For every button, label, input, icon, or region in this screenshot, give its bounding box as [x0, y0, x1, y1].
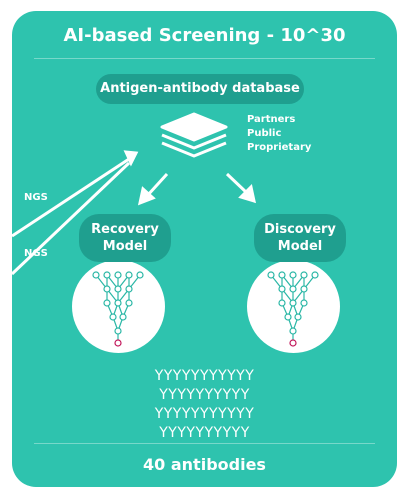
ngs-label-bottom: NGS [24, 248, 48, 259]
discovery-model-pill: Discovery Model [254, 214, 346, 262]
stack-icon [160, 112, 228, 158]
discovery-model-line1: Discovery [264, 222, 336, 237]
antibody-count: 40 antibodies [143, 455, 266, 474]
recovery-model-line2: Model [102, 239, 148, 254]
card-title: AI-based Screening - 10^30 [63, 25, 346, 46]
recovery-model-line1: Recovery [91, 222, 159, 237]
title-divider [34, 58, 375, 59]
antibody-row-2: YYYYYYYYYY [159, 387, 250, 403]
network-icon-discovery [267, 271, 319, 347]
bottom-divider [34, 443, 375, 444]
ngs-label-top: NGS [24, 192, 48, 203]
discovery-model-line2: Model [277, 239, 323, 254]
source-public: Public [247, 128, 282, 139]
antibody-row-1: YYYYYYYYYYY [154, 368, 255, 384]
recovery-model-pill: Recovery Model [79, 214, 171, 262]
database-pill: Antigen-antibody database [96, 74, 304, 104]
ngs-arrows [12, 150, 139, 276]
source-partners: Partners [247, 114, 296, 125]
antibody-row-3: YYYYYYYYYYY [154, 406, 255, 422]
network-icon-recovery [92, 271, 144, 347]
screening-card: AI-based Screening - 10^30 Antigen-antib… [12, 11, 397, 487]
source-proprietary: Proprietary [247, 142, 312, 153]
down-arrows [137, 172, 257, 206]
antibody-row-4: YYYYYYYYYY [159, 425, 250, 441]
diagram-graphics [12, 112, 319, 347]
